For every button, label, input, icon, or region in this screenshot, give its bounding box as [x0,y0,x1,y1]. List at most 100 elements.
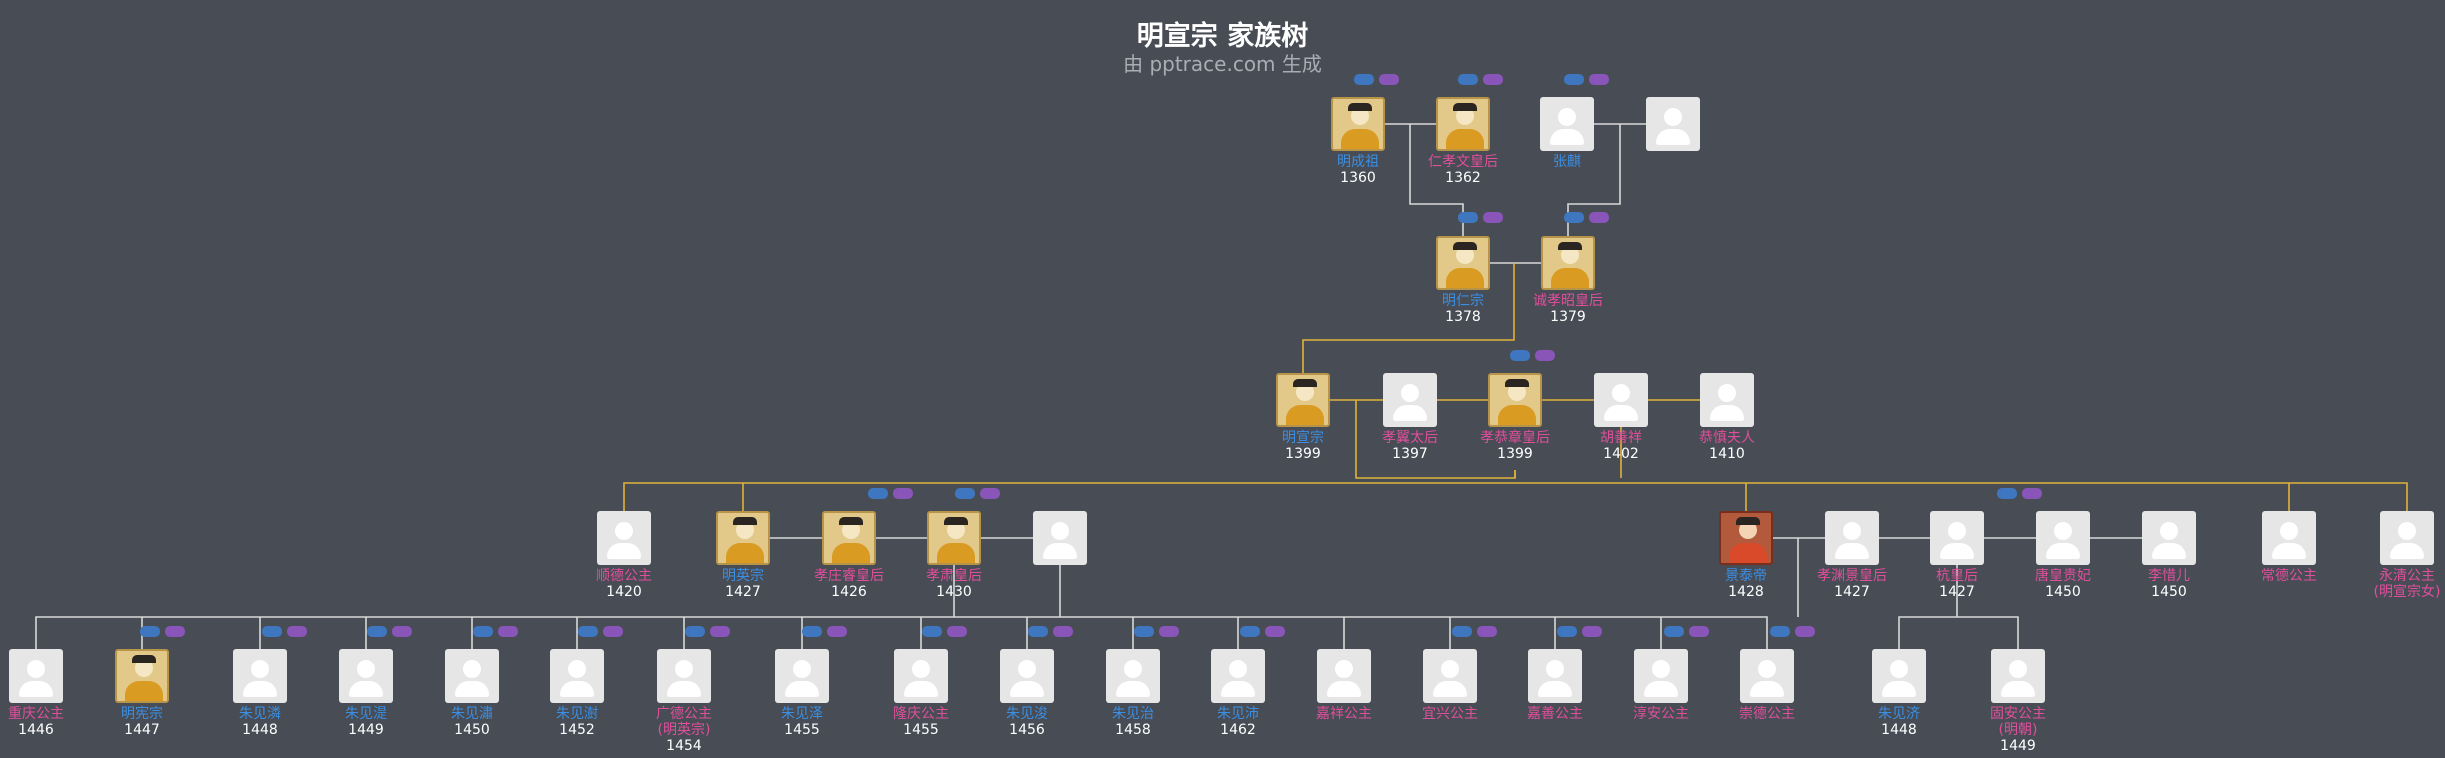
expand-parents-toggle[interactable] [1134,626,1154,637]
portrait-photo[interactable] [115,649,169,703]
expand-parents-toggle[interactable] [1997,488,2017,499]
expand-parents-toggle[interactable] [1770,626,1790,637]
avatar-placeholder-icon[interactable] [1646,97,1700,151]
avatar-placeholder-icon[interactable] [1540,97,1594,151]
expand-parents-toggle[interactable] [955,488,975,499]
expand-parents-toggle[interactable] [367,626,387,637]
person-node[interactable]: 常德公主 [2235,511,2343,584]
person-node[interactable] [1006,511,1114,565]
expand-parents-toggle[interactable] [922,626,942,637]
portrait-photo[interactable] [1488,373,1542,427]
portrait-photo[interactable] [927,511,981,565]
expand-spouse-toggle[interactable] [947,626,967,637]
avatar-placeholder-icon[interactable] [597,511,651,565]
avatar-placeholder-icon[interactable] [1528,649,1582,703]
avatar-placeholder-icon[interactable] [2036,511,2090,565]
avatar-placeholder-icon[interactable] [1825,511,1879,565]
person-node[interactable]: 固安公主(明朝)1449 [1964,649,2072,754]
expand-parents-toggle[interactable] [473,626,493,637]
expand-spouse-toggle[interactable] [1483,212,1503,223]
avatar-placeholder-icon[interactable] [1383,373,1437,427]
expand-parents-toggle[interactable] [1564,74,1584,85]
avatar-placeholder-icon[interactable] [1700,373,1754,427]
avatar-placeholder-icon[interactable] [339,649,393,703]
expand-spouse-toggle[interactable] [893,488,913,499]
expand-parents-toggle[interactable] [1028,626,1048,637]
expand-parents-toggle[interactable] [1354,74,1374,85]
expand-spouse-toggle[interactable] [1795,626,1815,637]
avatar-placeholder-icon[interactable] [445,649,499,703]
avatar-placeholder-icon[interactable] [2262,511,2316,565]
expand-parents-toggle[interactable] [1458,212,1478,223]
person-node[interactable]: 宜兴公主 [1396,649,1504,722]
expand-spouse-toggle[interactable] [827,626,847,637]
expand-spouse-toggle[interactable] [1689,626,1709,637]
avatar-placeholder-icon[interactable] [1594,373,1648,427]
person-node[interactable]: 嘉祥公主 [1290,649,1398,722]
expand-spouse-toggle[interactable] [1483,74,1503,85]
avatar-placeholder-icon[interactable] [550,649,604,703]
expand-spouse-toggle[interactable] [980,488,1000,499]
expand-parents-toggle[interactable] [802,626,822,637]
expand-spouse-toggle[interactable] [1265,626,1285,637]
expand-parents-toggle[interactable] [868,488,888,499]
expand-parents-toggle[interactable] [1240,626,1260,637]
avatar-placeholder-icon[interactable] [1930,511,1984,565]
avatar-placeholder-icon[interactable] [1033,511,1087,565]
expand-spouse-toggle[interactable] [1379,74,1399,85]
expand-spouse-toggle[interactable] [1582,626,1602,637]
expand-parents-toggle[interactable] [1510,350,1530,361]
avatar-placeholder-icon[interactable] [1106,649,1160,703]
expand-spouse-toggle[interactable] [1589,74,1609,85]
expand-parents-toggle[interactable] [1458,74,1478,85]
portrait-photo[interactable] [1541,236,1595,290]
person-node[interactable]: 崇德公主 [1713,649,1821,722]
avatar-placeholder-icon[interactable] [1740,649,1794,703]
avatar-placeholder-icon[interactable] [1211,649,1265,703]
avatar-placeholder-icon[interactable] [233,649,287,703]
person-node[interactable]: 淳安公主 [1607,649,1715,722]
person-node[interactable] [1619,97,1727,151]
avatar-placeholder-icon[interactable] [657,649,711,703]
avatar-placeholder-icon[interactable] [1634,649,1688,703]
portrait-photo[interactable] [1436,236,1490,290]
person-node[interactable]: 永清公主(明宣宗女) [2353,511,2445,600]
expand-spouse-toggle[interactable] [1535,350,1555,361]
expand-spouse-toggle[interactable] [165,626,185,637]
expand-parents-toggle[interactable] [262,626,282,637]
avatar-placeholder-icon[interactable] [2380,511,2434,565]
expand-spouse-toggle[interactable] [498,626,518,637]
expand-spouse-toggle[interactable] [1159,626,1179,637]
expand-spouse-toggle[interactable] [287,626,307,637]
expand-parents-toggle[interactable] [685,626,705,637]
expand-parents-toggle[interactable] [1564,212,1584,223]
portrait-photo[interactable] [1719,511,1773,565]
portrait-photo[interactable] [1436,97,1490,151]
expand-spouse-toggle[interactable] [392,626,412,637]
person-node[interactable]: 广德公主(明英宗)1454 [630,649,738,754]
